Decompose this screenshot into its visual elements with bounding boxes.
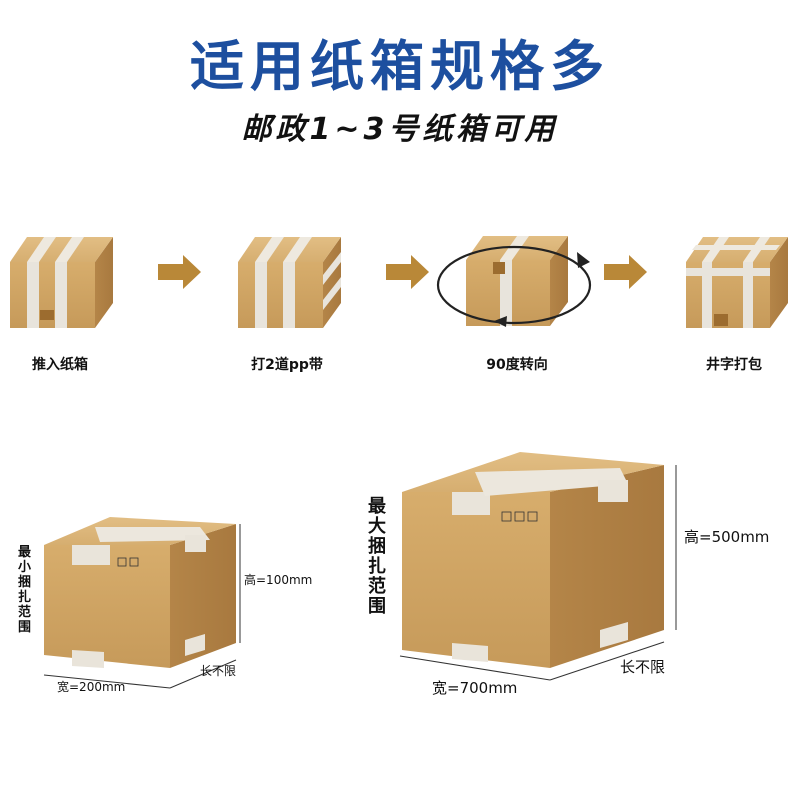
min-box-height: 高=100mm — [244, 573, 313, 587]
min-box-illustration — [43, 517, 241, 689]
max-box-illustration — [399, 452, 677, 681]
step-1-label: 推入纸箱 — [32, 357, 88, 373]
page-title: 适用纸箱规格多 — [190, 35, 610, 98]
min-box-width: 宽=200mm — [57, 680, 126, 694]
step-2-box-icon — [238, 237, 341, 328]
max-box-label: 最大捆扎范围 — [368, 496, 386, 617]
page-subtitle: 邮政1~3号纸箱可用 — [241, 112, 559, 147]
arrow-right-icon — [386, 255, 429, 289]
step-2-label: 打2道pp带 — [251, 357, 323, 373]
arrow-right-icon — [604, 255, 647, 289]
min-box-label: 最小捆扎范围 — [18, 545, 32, 635]
max-box-height: 高=500mm — [684, 528, 770, 546]
step-3-box-rotate-icon — [436, 236, 592, 327]
step-1-box-icon — [10, 237, 113, 328]
max-box-length: 长不限 — [620, 658, 666, 676]
step-3-label: 90度转向 — [486, 357, 548, 373]
min-box-length: 长不限 — [200, 664, 237, 678]
max-box-width: 宽=700mm — [432, 679, 518, 697]
arrow-right-icon — [158, 255, 201, 289]
step-4-label: 井字打包 — [706, 357, 762, 373]
step-4-box-icon — [686, 237, 788, 328]
